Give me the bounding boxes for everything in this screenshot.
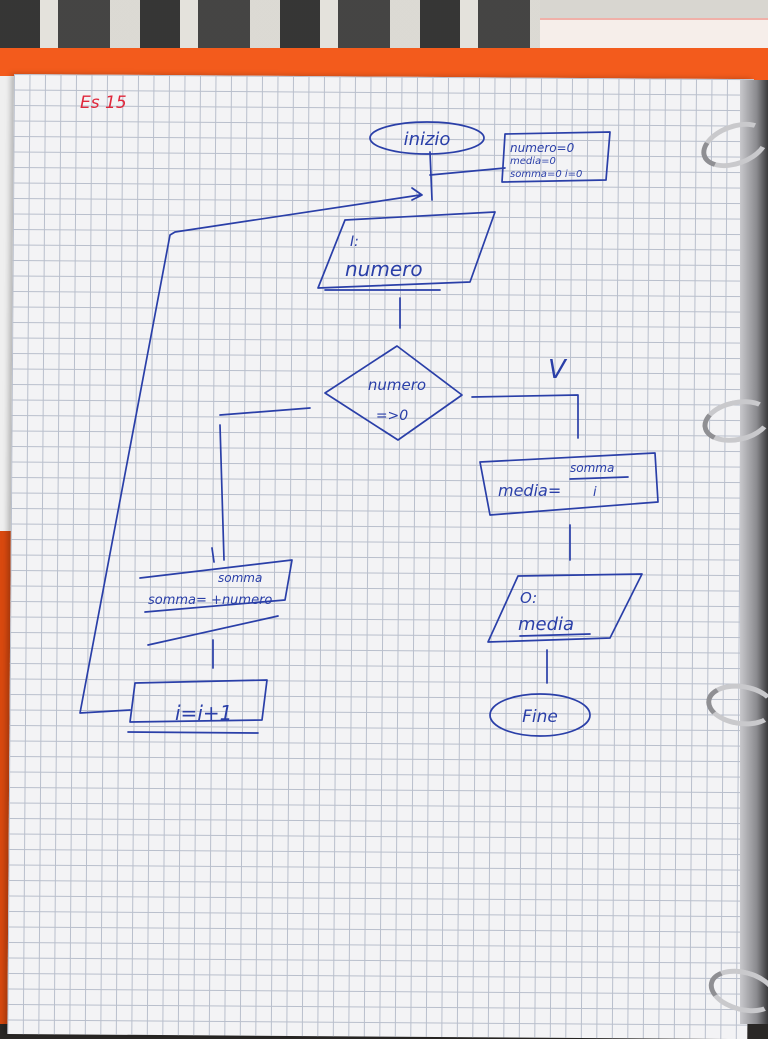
media-box: media= somma i xyxy=(479,452,659,516)
input-box: I: numero xyxy=(317,211,496,291)
sum-box: somma somma= +numero xyxy=(139,559,293,646)
output-prefix: O: xyxy=(520,589,537,607)
yes-label: V xyxy=(548,355,568,385)
start-label: inizio xyxy=(404,129,451,150)
media-num: somma xyxy=(570,461,614,475)
media-den: i xyxy=(593,485,597,500)
poster-print xyxy=(0,0,540,52)
media-lhs: media= xyxy=(498,481,561,500)
loop-back-arrow xyxy=(79,187,423,714)
init-box: numero=0 media=0 somma=0 i=0 xyxy=(429,131,611,201)
input-var: numero xyxy=(345,257,423,281)
init-line: media=0 xyxy=(510,156,556,167)
sum-line: somma= +numero xyxy=(148,593,272,608)
increment-box: i=i+1 xyxy=(127,679,268,734)
end-terminal: Fine xyxy=(489,693,591,737)
condition-top: numero xyxy=(368,376,426,394)
exercise-label: Es 15 xyxy=(80,93,127,113)
paper-stack-edge xyxy=(740,80,768,1024)
condition-bottom: =>0 xyxy=(376,408,408,424)
increment-label: i=i+1 xyxy=(175,701,232,725)
end-label: Fine xyxy=(522,707,558,727)
decision-diamond: numero =>0 xyxy=(324,345,463,441)
init-line: numero=0 xyxy=(510,141,575,155)
input-prefix: I: xyxy=(350,234,359,250)
init-line: somma=0 i=0 xyxy=(510,169,582,180)
start-terminal: inizio xyxy=(369,121,485,155)
output-box: O: media xyxy=(487,573,643,643)
output-var: media xyxy=(518,614,574,635)
sum-top: somma xyxy=(218,571,262,585)
